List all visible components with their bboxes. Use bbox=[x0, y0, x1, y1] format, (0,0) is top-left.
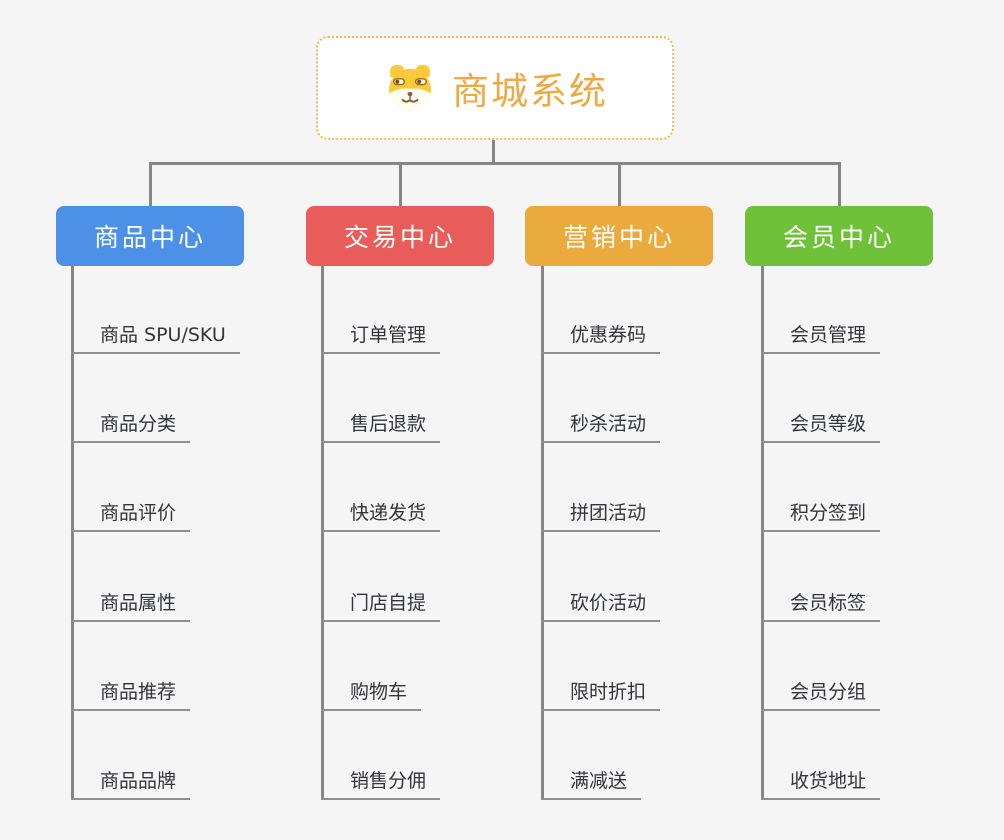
leaf-item[interactable]: 拼团活动 bbox=[541, 494, 661, 532]
branch-label: 营销中心 bbox=[562, 223, 675, 252]
leaf-item[interactable]: 限时折扣 bbox=[541, 673, 661, 711]
branch-node-2[interactable]: 营销中心 bbox=[525, 206, 713, 266]
connector-child-spine bbox=[321, 266, 324, 800]
leaf-item[interactable]: 秒杀活动 bbox=[541, 405, 661, 443]
leaf-item[interactable]: 积分签到 bbox=[761, 494, 881, 532]
branch-node-1[interactable]: 交易中心 bbox=[306, 206, 494, 266]
leaf-item[interactable]: 商品推荐 bbox=[71, 673, 191, 711]
leaf-item[interactable]: 会员等级 bbox=[761, 405, 881, 443]
connector-root-drop bbox=[492, 140, 495, 163]
leaf-item[interactable]: 销售分佣 bbox=[321, 762, 441, 800]
leaf-item[interactable]: 会员分组 bbox=[761, 673, 881, 711]
connector-child-spine bbox=[761, 266, 764, 800]
dog-mascot-icon bbox=[382, 60, 438, 116]
connector-child-spine bbox=[71, 266, 74, 800]
branch-label: 交易中心 bbox=[343, 223, 456, 252]
connector-child-spine bbox=[541, 266, 544, 800]
branch-label: 会员中心 bbox=[782, 223, 895, 252]
root-node[interactable]: 商城系统 bbox=[316, 36, 674, 140]
connector-branch-drop bbox=[149, 163, 152, 206]
leaf-item[interactable]: 商品属性 bbox=[71, 584, 191, 622]
connector-branch-drop bbox=[618, 163, 621, 206]
connector-branch-drop bbox=[838, 163, 841, 206]
leaf-item[interactable]: 购物车 bbox=[321, 673, 422, 711]
leaf-item[interactable]: 商品 SPU/SKU bbox=[71, 316, 240, 354]
leaf-item[interactable]: 满减送 bbox=[541, 762, 642, 800]
leaf-item[interactable]: 会员管理 bbox=[761, 316, 881, 354]
leaf-item[interactable]: 商品品牌 bbox=[71, 762, 191, 800]
leaf-item[interactable]: 订单管理 bbox=[321, 316, 441, 354]
branch-node-0[interactable]: 商品中心 bbox=[56, 206, 244, 266]
leaf-item[interactable]: 商品评价 bbox=[71, 494, 191, 532]
connector-main-bar bbox=[149, 162, 841, 165]
connector-branch-drop bbox=[399, 163, 402, 206]
leaf-item[interactable]: 商品分类 bbox=[71, 405, 191, 443]
leaf-item[interactable]: 门店自提 bbox=[321, 584, 441, 622]
leaf-item[interactable]: 快递发货 bbox=[321, 494, 441, 532]
leaf-item[interactable]: 砍价活动 bbox=[541, 584, 661, 622]
leaf-item[interactable]: 售后退款 bbox=[321, 405, 441, 443]
root-title: 商城系统 bbox=[452, 70, 608, 113]
branch-label: 商品中心 bbox=[93, 223, 206, 252]
leaf-item[interactable]: 优惠券码 bbox=[541, 316, 661, 354]
leaf-item[interactable]: 会员标签 bbox=[761, 584, 881, 622]
leaf-item[interactable]: 收货地址 bbox=[761, 762, 881, 800]
branch-node-3[interactable]: 会员中心 bbox=[745, 206, 933, 266]
